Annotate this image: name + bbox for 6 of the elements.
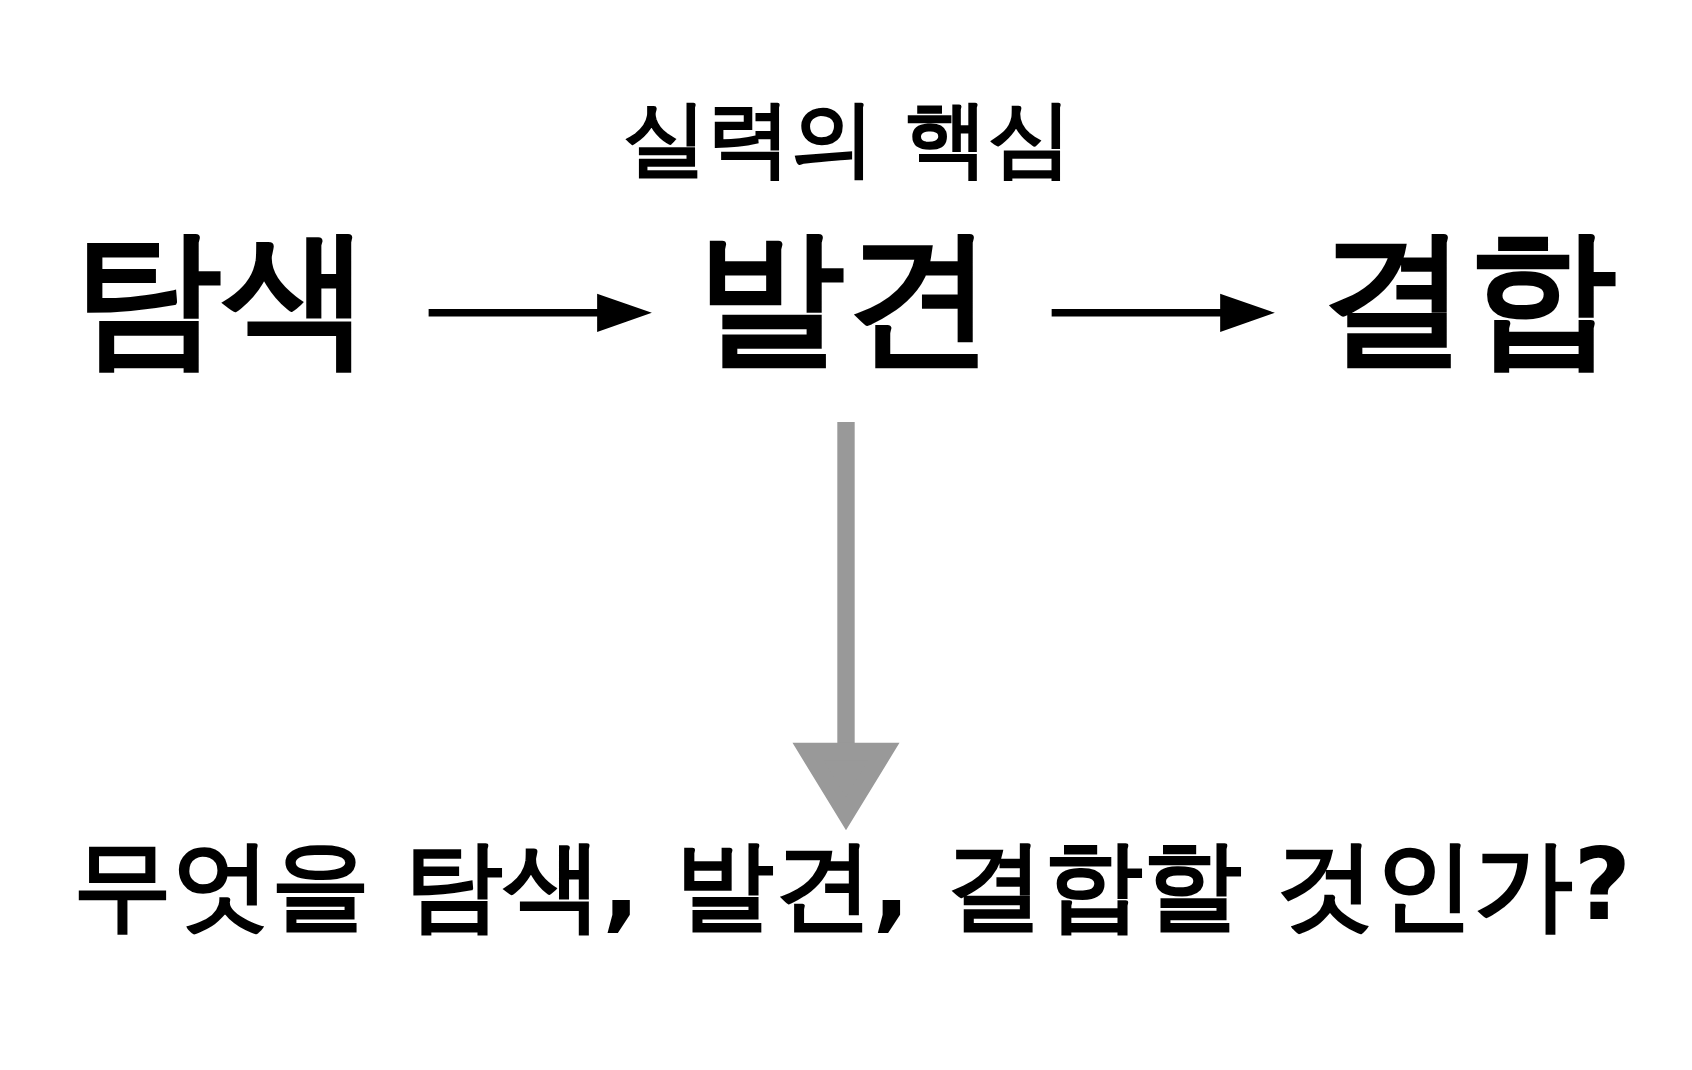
diagram-title: 실력의 핵심 bbox=[622, 88, 1072, 187]
node-text: 무엇을 탐색, 발견, 결합할 것인가? bbox=[72, 826, 1632, 942]
node-text: 결합 bbox=[1318, 209, 1617, 383]
node-text: 탐색 bbox=[72, 209, 371, 383]
arrow bbox=[792, 422, 900, 831]
node-text: 발견 bbox=[695, 209, 994, 383]
